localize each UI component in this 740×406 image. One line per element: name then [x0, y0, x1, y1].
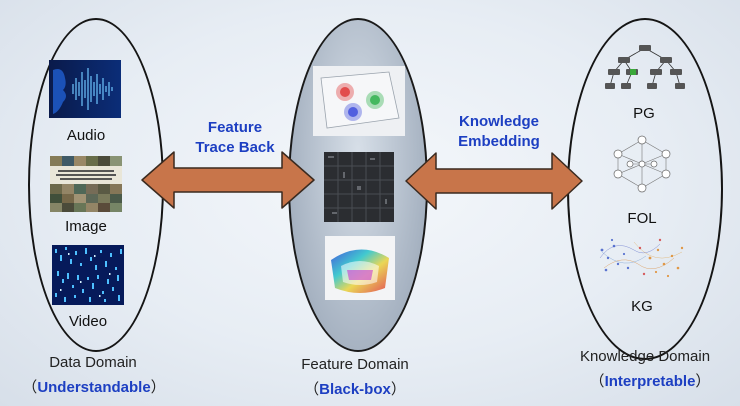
kg-label: KG [606, 298, 678, 315]
knowledge-graph-image [594, 228, 690, 290]
video-label: Video [52, 313, 124, 330]
cluster-scatter-image [313, 66, 405, 136]
paren-close: ） [695, 373, 710, 390]
feature-label-line2: Trace Back [160, 138, 310, 158]
paren-close: ） [151, 379, 166, 396]
understandable-text: Understandable [37, 379, 150, 396]
knowledge-embedding-label: Knowledge Embedding [424, 112, 574, 152]
feature-domain-note: （Black-box） [280, 378, 430, 399]
image-collage [50, 156, 122, 212]
interpretable-text: Interpretable [605, 373, 696, 390]
data-domain-title: Data Domain [18, 354, 168, 371]
audio-image [49, 60, 121, 118]
image-label: Image [50, 218, 122, 235]
first-order-logic-graph-image [604, 132, 680, 194]
feature-trace-back-label: Feature Trace Back [160, 118, 310, 158]
paren-open: （ [304, 381, 319, 398]
video-matrix [52, 245, 124, 305]
feature-filters-grid [324, 152, 394, 222]
data-domain-note: （Understandable） [4, 376, 184, 397]
paren-open: （ [22, 379, 37, 396]
knowledge-embedding-double-arrow [404, 150, 584, 212]
probabilistic-graph-image [604, 42, 686, 98]
knowledge-domain-title: Knowledge Domain [560, 348, 730, 365]
3d-feature-surface-image [325, 236, 395, 300]
knowledge-label-line1: Knowledge [424, 112, 574, 132]
knowledge-domain-note: （Interpretable） [565, 370, 735, 391]
black-box-text: Black-box [319, 381, 391, 398]
audio-label: Audio [50, 127, 122, 144]
feature-label-line1: Feature [160, 118, 310, 138]
fol-label: FOL [606, 210, 678, 227]
paren-open: （ [590, 373, 605, 390]
knowledge-label-line2: Embedding [424, 132, 574, 152]
pg-label: PG [608, 105, 680, 122]
paren-close: ） [391, 381, 406, 398]
feature-domain-title: Feature Domain [280, 356, 430, 373]
